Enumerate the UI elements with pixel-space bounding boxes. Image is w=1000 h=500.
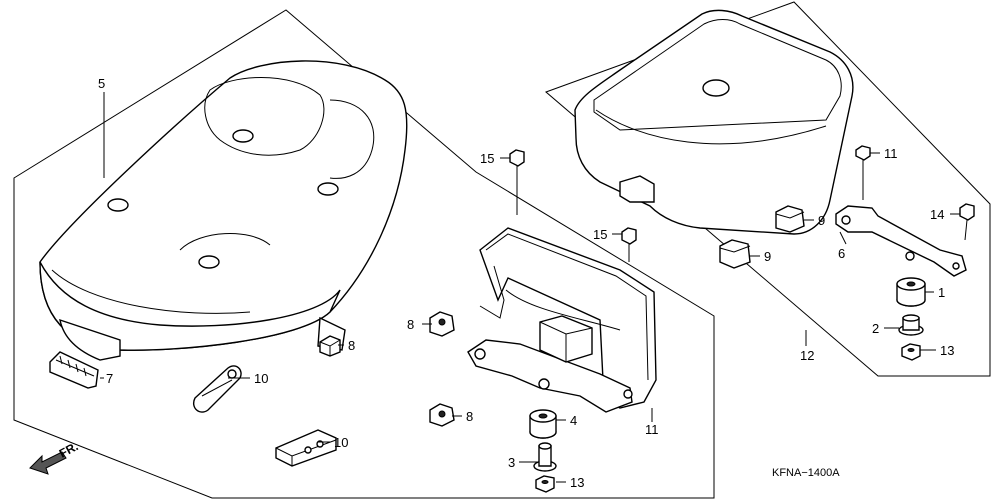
part-4-damper <box>529 409 557 439</box>
callout-11-right: 11 <box>884 146 898 161</box>
part-7-cushion-pad <box>49 351 99 389</box>
leader-lines <box>100 92 960 483</box>
callout-9-upper: 9 <box>818 213 825 228</box>
part-9-grommet-lower <box>719 239 751 269</box>
callout-13-lower: 13 <box>570 475 584 490</box>
part-9-grommet-upper <box>775 205 805 233</box>
callout-3: 3 <box>508 455 515 470</box>
callout-7: 7 <box>106 371 113 386</box>
callout-9-lower: 9 <box>764 249 771 264</box>
trunk-group-frame <box>545 1 991 377</box>
part-3-collar <box>533 442 557 472</box>
callout-8-middle: 8 <box>407 317 414 332</box>
callout-2: 2 <box>872 321 879 336</box>
callout-11-lower: 11 <box>645 422 659 437</box>
part-14-bolt <box>959 203 975 241</box>
part-13-nut-right <box>901 343 921 361</box>
diagram-code: KFNA−1400A <box>772 467 840 479</box>
callout-13-right: 13 <box>940 343 954 358</box>
part-8-grommet-middle <box>429 311 455 337</box>
part-13-nut-lower <box>535 475 555 493</box>
seat <box>39 60 408 361</box>
callout-15-left: 15 <box>480 151 494 166</box>
part-15-bolt-left <box>509 149 525 182</box>
callout-labels: 5 7 10 8 10 15 8 8 15 4 3 13 11 9 9 11 6… <box>98 76 954 490</box>
part-2-collar <box>898 314 924 336</box>
part-11-bolt-right <box>855 145 871 200</box>
callout-12: 12 <box>800 348 814 363</box>
trunk-mount-frame <box>467 227 657 413</box>
callout-5: 5 <box>98 76 105 91</box>
part-8-grommet-left <box>319 335 341 357</box>
front-direction-arrow: FR. <box>29 439 80 475</box>
callout-10-upper: 10 <box>254 371 268 386</box>
trunk-box <box>574 9 854 235</box>
callout-6: 6 <box>838 246 845 261</box>
part-6-bracket <box>835 205 967 277</box>
callout-1: 1 <box>938 285 945 300</box>
part-8-grommet-bottom <box>429 403 455 427</box>
callout-8-bottom: 8 <box>466 409 473 424</box>
seat-group-frame <box>13 9 715 499</box>
callout-10-lower: 10 <box>334 435 348 450</box>
callout-4: 4 <box>570 413 577 428</box>
part-1-damper <box>896 277 926 307</box>
callout-8-left: 8 <box>348 338 355 353</box>
part-10-clip-lower <box>275 429 337 467</box>
callout-15-right: 15 <box>593 227 607 242</box>
part-15-bolt-right <box>621 227 637 262</box>
callout-14: 14 <box>930 207 944 222</box>
part-10-clip-upper <box>193 365 242 413</box>
